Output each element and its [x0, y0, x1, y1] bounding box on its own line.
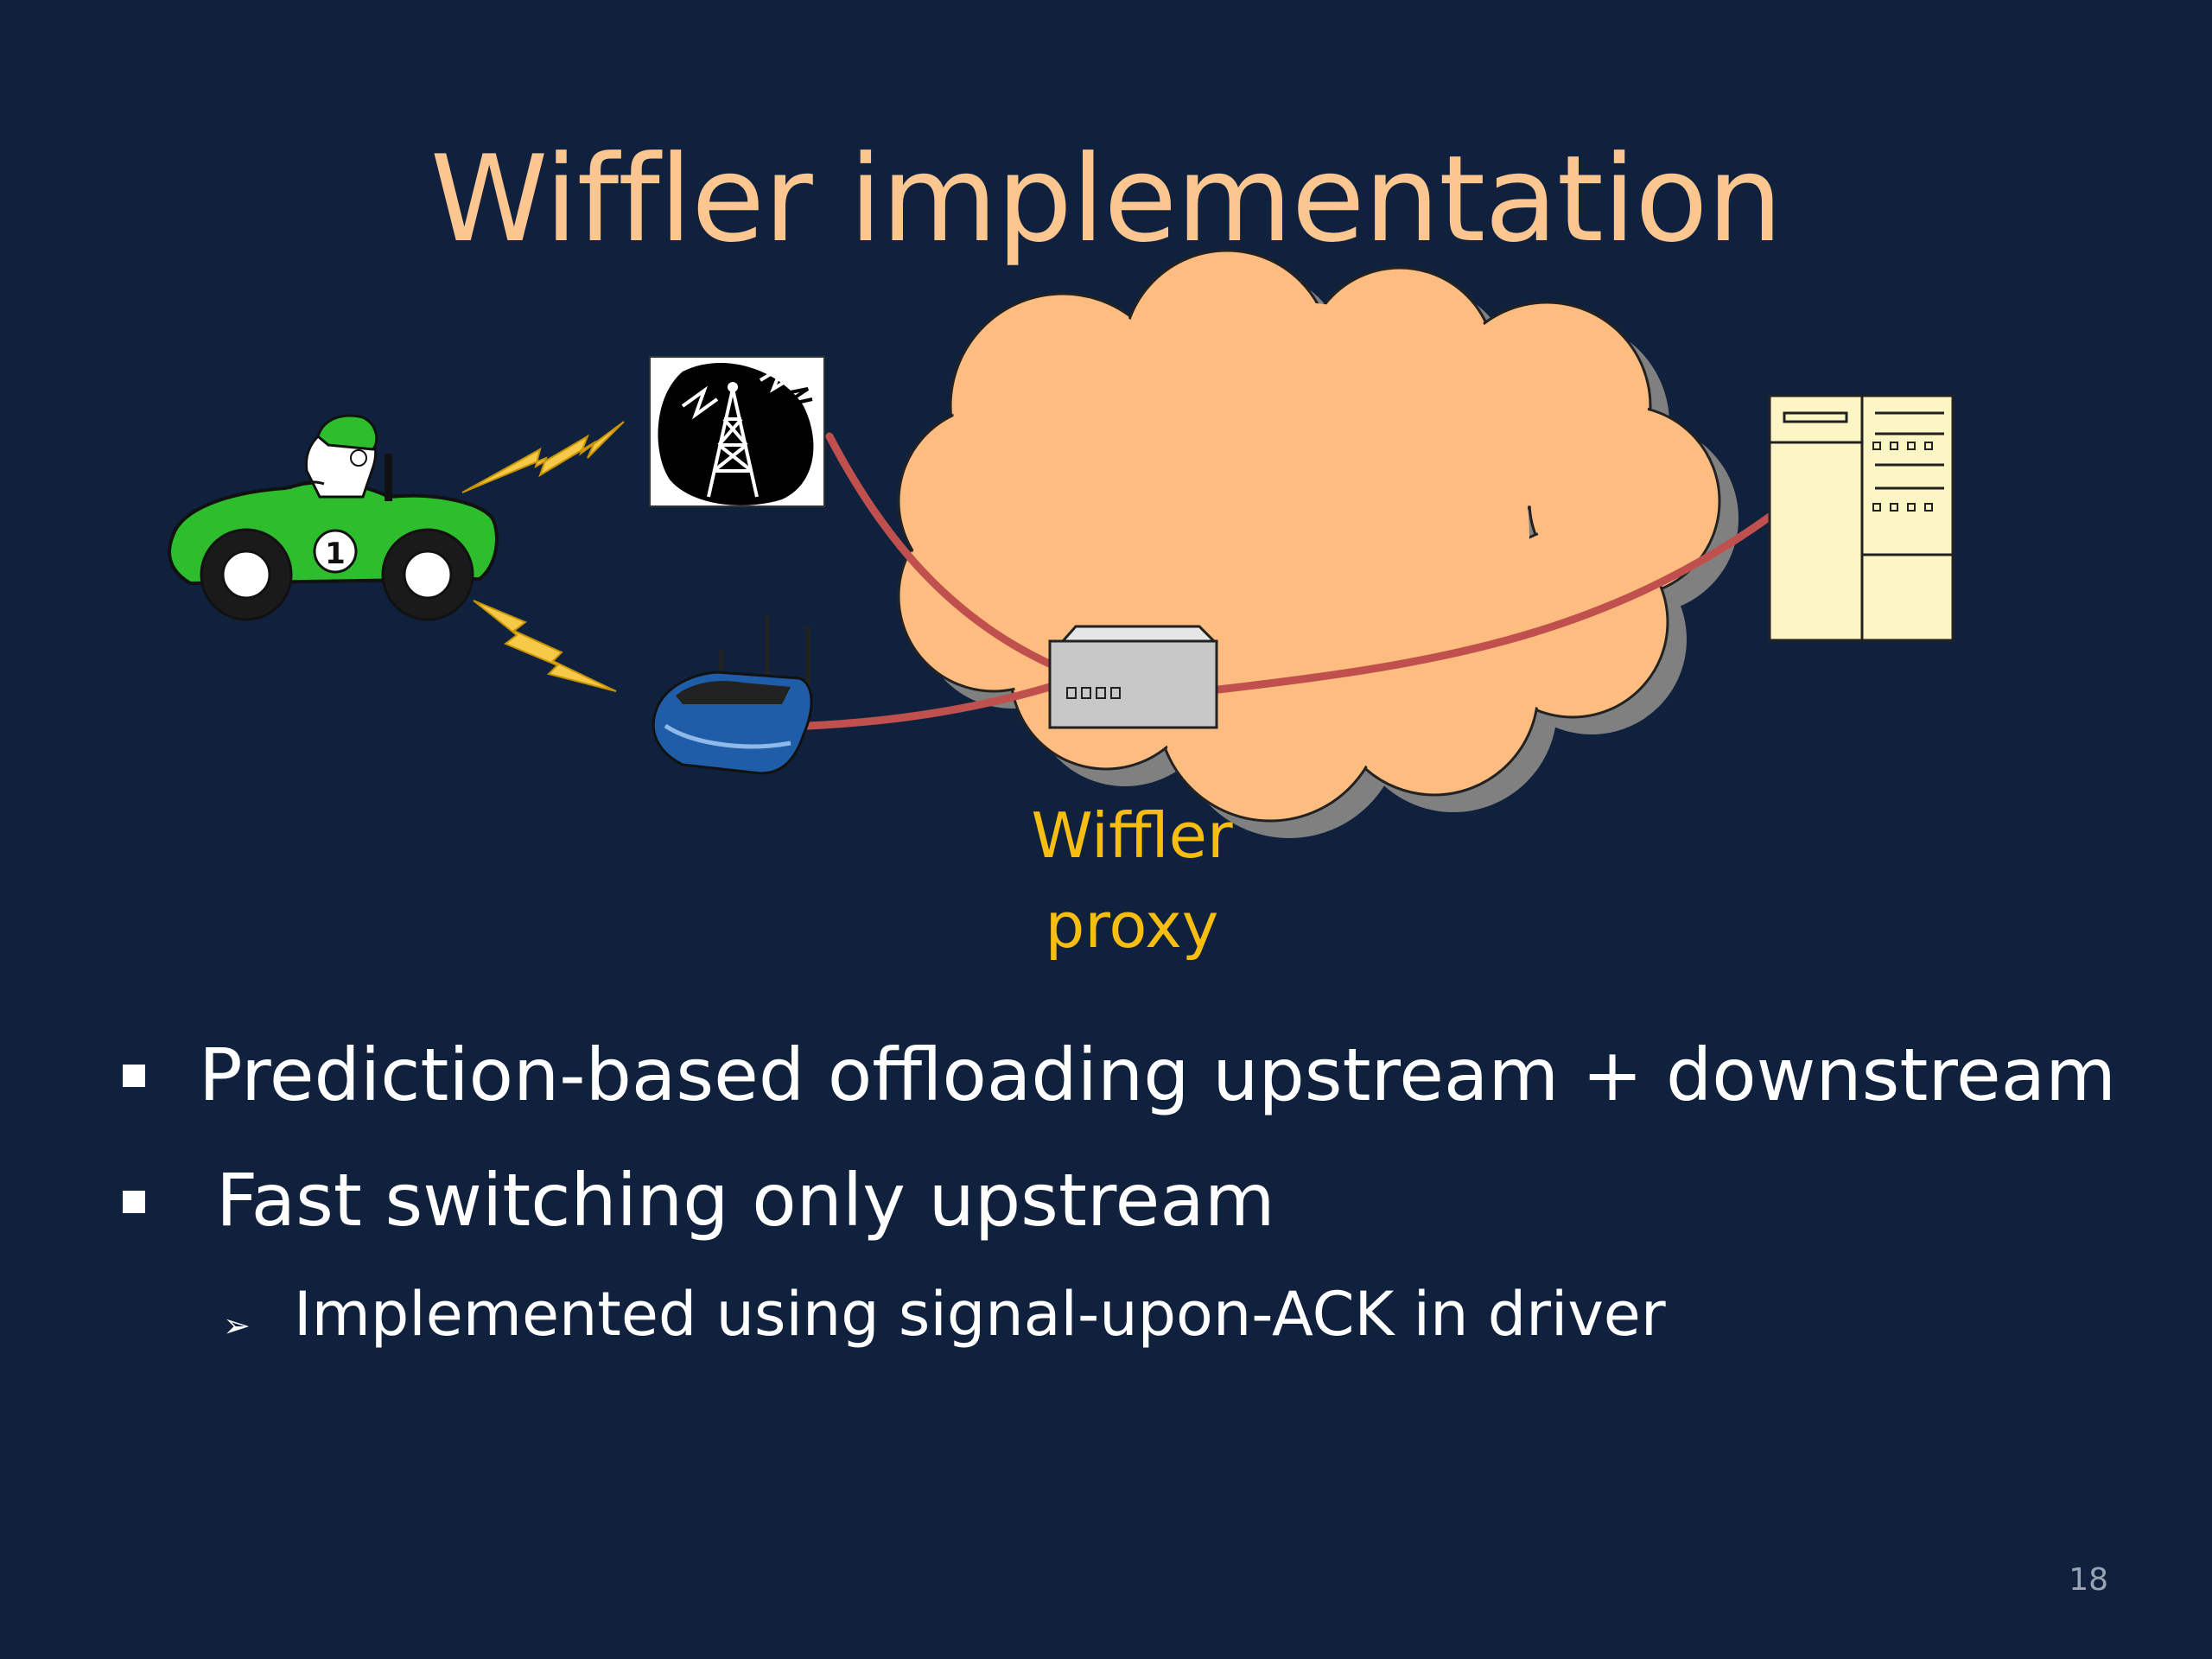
bullet-marker: [123, 1065, 145, 1087]
lightning-icon-upper: [461, 421, 625, 493]
lightning-icon-lower: [473, 600, 617, 692]
cell-tower-icon: [649, 356, 825, 507]
bullet-item: Prediction-based offloading upstream + d…: [199, 1033, 2116, 1117]
sub-bullet-item: Implemented using signal-upon-ACK in dri…: [294, 1279, 1666, 1350]
proxy-label-line2: proxy: [1045, 889, 1219, 962]
car-icon: 1: [168, 414, 499, 621]
link-proxy-to-server: [1214, 512, 1774, 694]
car-number-badge: 1: [325, 537, 346, 571]
server-icon: [1768, 394, 1955, 642]
wifi-router-icon: [652, 615, 813, 775]
proxy-label: Wiffler proxy: [959, 791, 1305, 970]
link-tower-to-proxy: [825, 432, 1067, 674]
bullet-marker: [123, 1191, 145, 1213]
network-links: [804, 432, 1774, 730]
bullet-item: Fast switching only upstream: [216, 1158, 1275, 1243]
slide-title: Wiffler implementation: [429, 130, 1783, 269]
proxy-label-line1: Wiffler: [1031, 799, 1233, 872]
proxy-server-icon: [1048, 625, 1218, 729]
link-router-to-proxy: [804, 683, 1054, 730]
page-number: 18: [2069, 1562, 2108, 1598]
sub-bullet-arrow-icon: ➢: [223, 1306, 251, 1344]
